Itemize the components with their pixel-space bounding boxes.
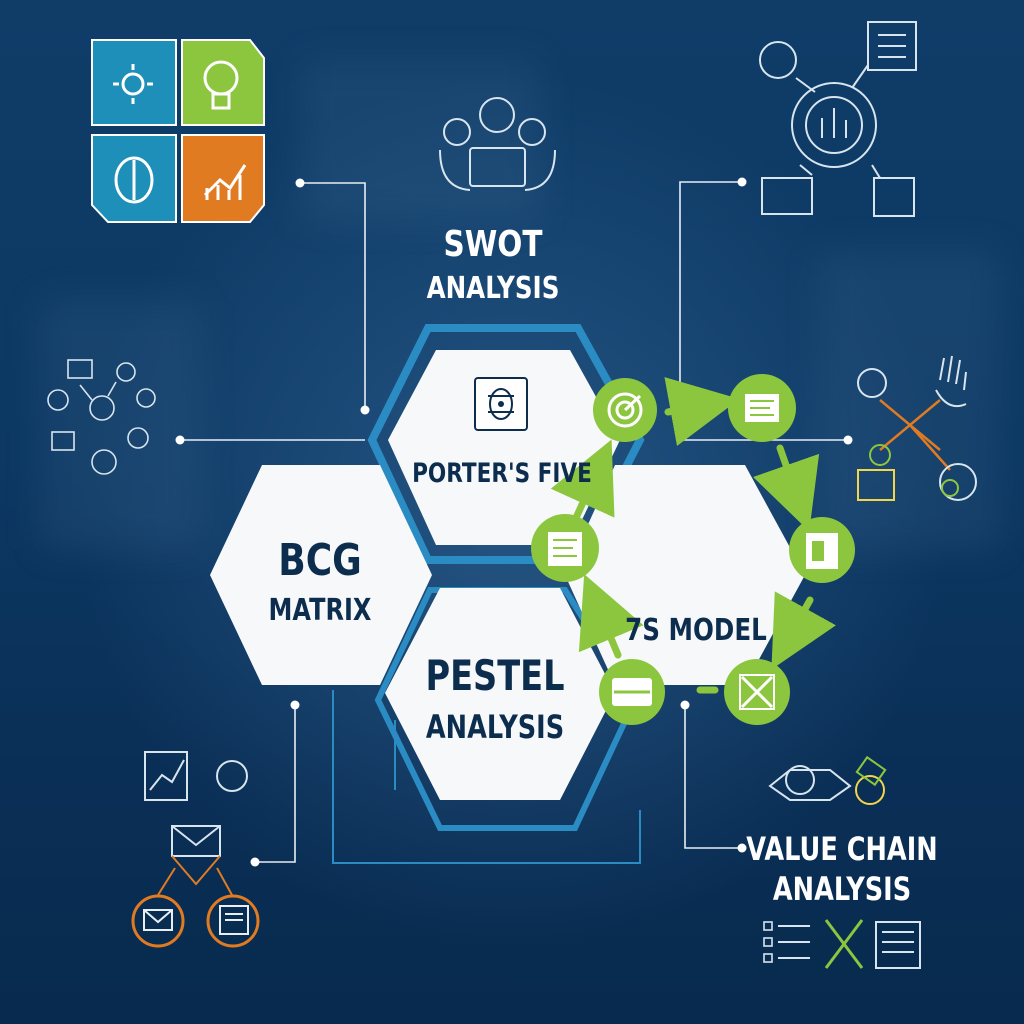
top-right-icons bbox=[759, 21, 917, 217]
target-icon bbox=[593, 378, 657, 442]
four-tile-grid bbox=[91, 39, 265, 223]
hexagon-7s bbox=[565, 465, 805, 685]
value-chain-title: VALUE CHAIN bbox=[746, 830, 937, 868]
lightbulb-gear-icon bbox=[113, 64, 153, 104]
porter-label: PORTER'S FIVE bbox=[412, 457, 592, 489]
background-blur bbox=[820, 250, 1000, 550]
value-chain-subtitle: ANALYSIS bbox=[773, 870, 911, 908]
door-icon bbox=[789, 517, 855, 583]
pestel-title: PESTEL bbox=[425, 651, 564, 700]
card-icon bbox=[599, 659, 665, 725]
bottom-right-icons bbox=[768, 755, 887, 805]
bottom-left-icons bbox=[144, 751, 248, 896]
growth-chart-icon bbox=[203, 164, 247, 200]
document-icon bbox=[531, 514, 599, 582]
connector-lines bbox=[180, 181, 848, 863]
sevens-label: 7S MODEL bbox=[625, 614, 767, 648]
green-nodes bbox=[531, 374, 855, 725]
bcg-title: BCG bbox=[278, 536, 362, 586]
hexagon-pestel bbox=[385, 588, 615, 800]
hexagon-bcg bbox=[210, 465, 432, 685]
swot-title: SWOT bbox=[443, 222, 543, 265]
bcg-subtitle: MATRIX bbox=[269, 593, 372, 627]
top-center-icons bbox=[439, 97, 556, 191]
hexagon-group bbox=[210, 350, 805, 800]
right-icons bbox=[857, 355, 977, 501]
mail-icon bbox=[131, 894, 185, 948]
head-profile-icon bbox=[114, 156, 154, 204]
crossed-arrows-icon bbox=[724, 659, 790, 725]
certificate-icon bbox=[206, 894, 260, 948]
background-blur bbox=[40, 300, 200, 550]
value-chain-icons bbox=[763, 919, 921, 969]
background-blur bbox=[300, 60, 540, 220]
lightbulb-icon bbox=[203, 60, 239, 110]
chip-icon bbox=[474, 377, 528, 431]
swot-subtitle: ANALYSIS bbox=[427, 272, 560, 306]
pestel-subtitle: ANALYSIS bbox=[426, 708, 564, 746]
document-icon bbox=[728, 374, 796, 442]
green-cycle-arrows bbox=[550, 377, 836, 694]
text-labels: SWOT ANALYSIS PORTER'S FIVE BCG MATRIX 7… bbox=[269, 222, 938, 908]
left-icons bbox=[47, 359, 156, 475]
